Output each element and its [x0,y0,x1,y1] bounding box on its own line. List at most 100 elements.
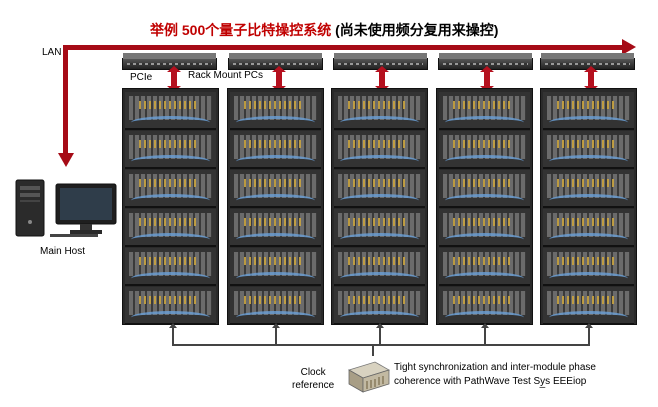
cable-bundle [340,233,419,245]
cable-bundle [236,194,315,206]
cable-bundle [340,272,419,284]
instrument-chassis [230,170,321,208]
cable-bundle [549,194,628,206]
connector-row [348,218,407,226]
instrument-chassis [543,92,634,130]
lan-vertical-arrow [63,45,68,155]
instrument-chassis [543,170,634,208]
instrument-chassis [230,248,321,286]
cable-bundle [340,155,419,167]
instrument-chassis [334,287,425,325]
instrument-chassis [334,170,425,208]
cable-bundle [236,155,315,167]
diagram-title: 举例 500个量子比特操控系统 (尚未使用频分复用来操控) [150,20,498,40]
connector-row [557,296,616,304]
connector-row [348,179,407,187]
sync-line1: Tight synchronization and inter-module p… [394,362,596,373]
pcie-arrow-5 [584,66,598,92]
main-host-computer-icon [15,179,117,237]
cable-bundle [549,116,628,128]
connector-row [244,218,303,226]
instrument-chassis [230,92,321,130]
cable-bundle [445,155,524,167]
connector-row [348,140,407,148]
cable-bundle [131,272,210,284]
clock-feed-1 [169,323,177,345]
connector-row [453,218,512,226]
instrument-chassis [334,209,425,247]
cable-bundle [340,116,419,128]
connector-row [348,296,407,304]
connector-row [453,257,512,265]
instrument-chassis [334,248,425,286]
connector-row [139,218,198,226]
cable-bundle [445,311,524,323]
cable-bundle [131,311,210,323]
clock-feed-4 [481,323,489,345]
clock-reference-device-icon [347,361,391,393]
sync-line2: coherence with PathWave Test Sy̲s EEEiop [394,376,587,387]
instrument-chassis [125,92,216,130]
connector-row [139,296,198,304]
connector-row [244,179,303,187]
lan-arrowhead-right [622,39,636,55]
clock-label-line2: reference [292,380,335,391]
instrument-chassis [334,131,425,169]
instrument-chassis [543,287,634,325]
cable-bundle [236,233,315,245]
instrument-chassis [125,131,216,169]
cable-bundle [445,194,524,206]
connector-row [557,140,616,148]
cable-bundle [340,194,419,206]
instrument-chassis [125,209,216,247]
connector-row [557,257,616,265]
instrument-rack-4 [436,88,533,325]
instrument-chassis [230,209,321,247]
cable-bundle [236,116,315,128]
connector-row [244,140,303,148]
title-note: (尚未使用频分复用来操控) [335,22,499,38]
clock-reference-label: Clock reference [292,366,334,392]
cable-bundle [549,233,628,245]
instrument-chassis [125,248,216,286]
connector-row [348,257,407,265]
connector-row [453,179,512,187]
cable-bundle [131,233,210,245]
cable-bundle [549,272,628,284]
instrument-chassis [543,131,634,169]
cable-bundle [549,155,628,167]
connector-row [453,101,512,109]
pcie-arrow-1 [167,66,181,92]
clock-source-link [372,344,374,356]
instrument-rack-5 [540,88,637,325]
instrument-chassis [125,287,216,325]
connector-row [557,179,616,187]
clock-feed-2 [272,323,280,345]
connector-row [244,296,303,304]
connector-row [557,218,616,226]
cable-bundle [445,272,524,284]
clock-feed-3 [376,323,384,345]
instrument-chassis [439,287,530,325]
connector-row [139,257,198,265]
lan-arrowhead-down [58,153,74,167]
instrument-chassis [439,92,530,130]
synchronization-description: Tight synchronization and inter-module p… [394,361,596,389]
instrument-chassis [230,287,321,325]
connector-row [557,101,616,109]
instrument-chassis [230,131,321,169]
connector-row [139,140,198,148]
pcie-arrow-4 [480,66,494,92]
pcie-label: PCIe [130,72,153,83]
cable-bundle [236,272,315,284]
cable-bundle [445,116,524,128]
lan-label: LAN [42,47,62,58]
instrument-chassis [125,170,216,208]
pcie-arrow-2 [272,66,286,92]
instrument-chassis [439,248,530,286]
pcie-arrow-3 [375,66,389,92]
clock-distribution-bus [172,344,590,346]
cable-bundle [131,194,210,206]
connector-row [139,101,198,109]
instrument-rack-2 [227,88,324,325]
